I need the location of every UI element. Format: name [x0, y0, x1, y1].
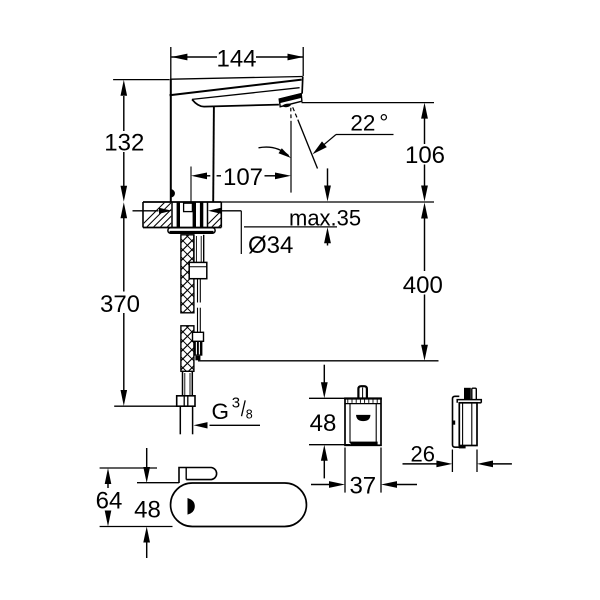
svg-text:Ø34: Ø34 — [248, 232, 293, 259]
svg-text:132: 132 — [104, 130, 144, 157]
svg-text:107: 107 — [223, 164, 263, 191]
svg-text:26: 26 — [410, 441, 434, 466]
svg-text:64: 64 — [96, 488, 123, 515]
svg-text:37: 37 — [349, 472, 376, 499]
svg-text:48: 48 — [310, 410, 337, 437]
svg-text:400: 400 — [403, 272, 443, 299]
svg-text:370: 370 — [100, 291, 140, 318]
svg-text:8: 8 — [246, 407, 253, 421]
svg-text:144: 144 — [216, 46, 256, 73]
svg-text:48: 48 — [134, 497, 161, 524]
svg-text:3: 3 — [232, 395, 240, 412]
svg-text:106: 106 — [405, 142, 445, 169]
svg-text:G: G — [212, 399, 230, 424]
svg-text:°: ° — [379, 110, 388, 136]
svg-text:22: 22 — [350, 111, 375, 136]
svg-text:max.35: max.35 — [289, 205, 361, 230]
